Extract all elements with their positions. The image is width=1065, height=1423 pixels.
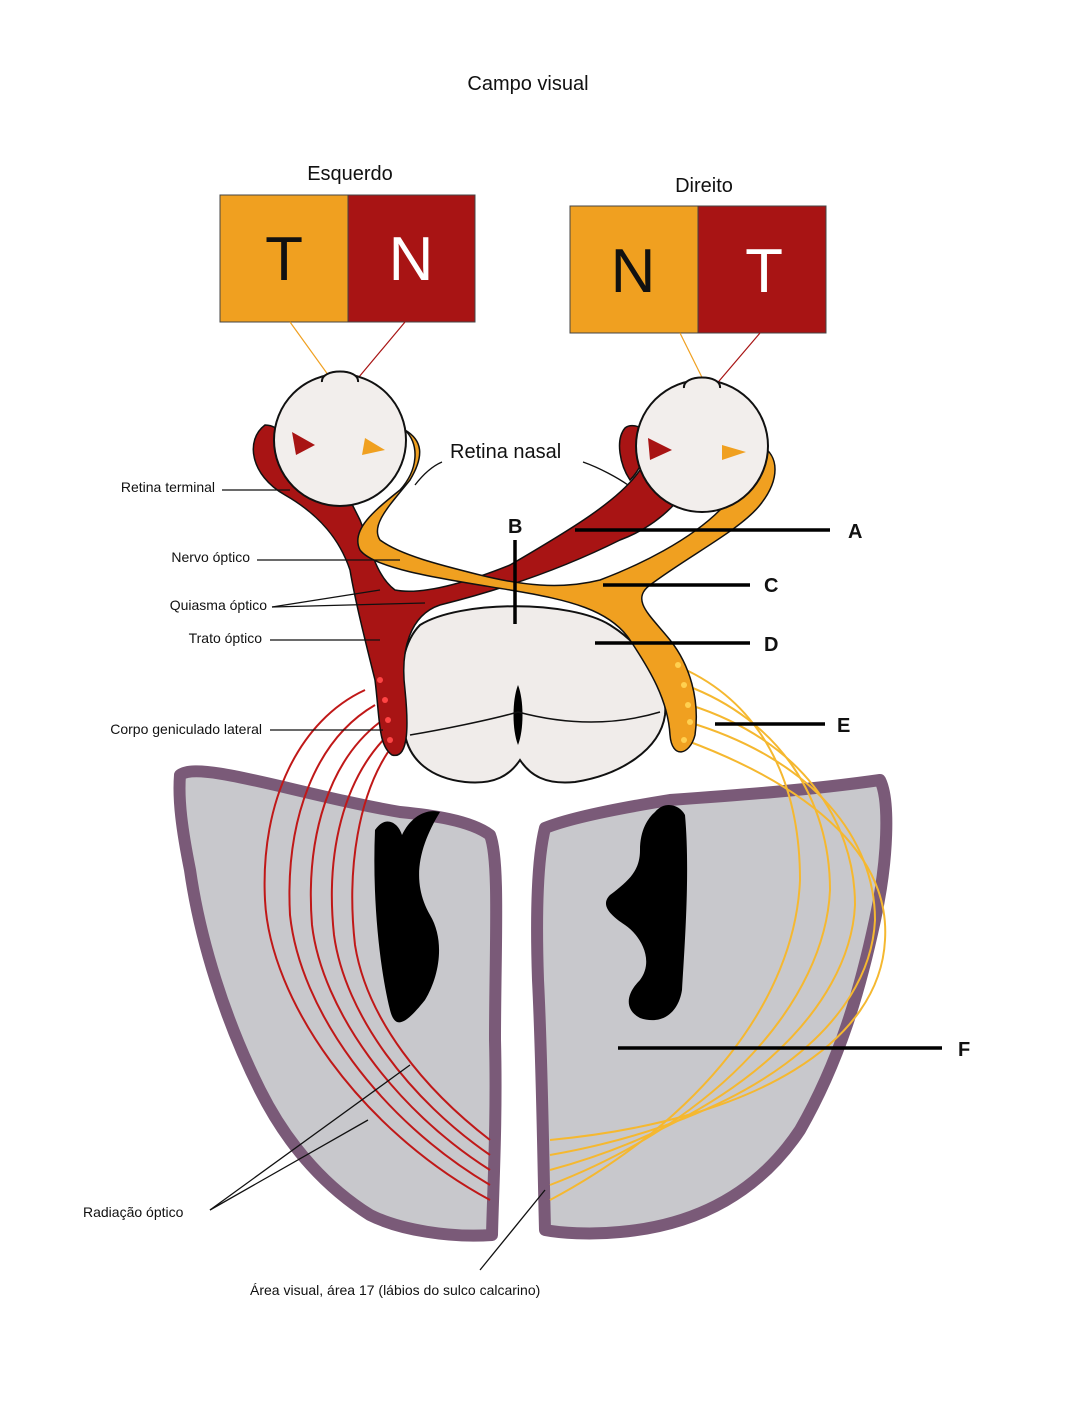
left-field-label: Esquerdo (307, 163, 393, 185)
right-cortex-hemisphere (537, 780, 886, 1233)
label-trato-optico: Trato óptico (189, 630, 263, 646)
right-nasal-letter: N (611, 237, 656, 306)
right-temporal-letter: T (745, 237, 783, 306)
right-field-label: Direito (675, 175, 733, 197)
left-visual-field: T N (220, 195, 475, 322)
occipital-cortex (179, 771, 886, 1235)
diagram-title: Campo visual (467, 73, 588, 95)
left-temporal-letter: T (265, 225, 303, 294)
label-retina-nasal: Retina nasal (450, 441, 561, 463)
label-retina-terminal: Retina terminal (121, 479, 215, 495)
label-nervo-optico: Nervo óptico (171, 549, 250, 565)
left-eye (274, 372, 406, 507)
label-quiasma-optico: Quiasma óptico (170, 597, 267, 613)
label-radiacao-optico: Radiação óptico (83, 1204, 184, 1220)
left-cortex-hemisphere (179, 771, 496, 1235)
label-corpo-geniculado: Corpo geniculado lateral (110, 721, 262, 737)
letter-c: C (764, 575, 778, 597)
letter-e: E (837, 715, 850, 737)
letter-d: D (764, 634, 778, 656)
label-area-visual: Área visual, área 17 (lábios do sulco ca… (250, 1282, 540, 1298)
letter-a: A (848, 521, 862, 543)
left-nasal-letter: N (389, 225, 434, 294)
right-visual-field: N T (570, 206, 826, 333)
letter-b: B (508, 516, 522, 538)
right-eye (636, 378, 768, 513)
letter-f: F (958, 1039, 970, 1061)
